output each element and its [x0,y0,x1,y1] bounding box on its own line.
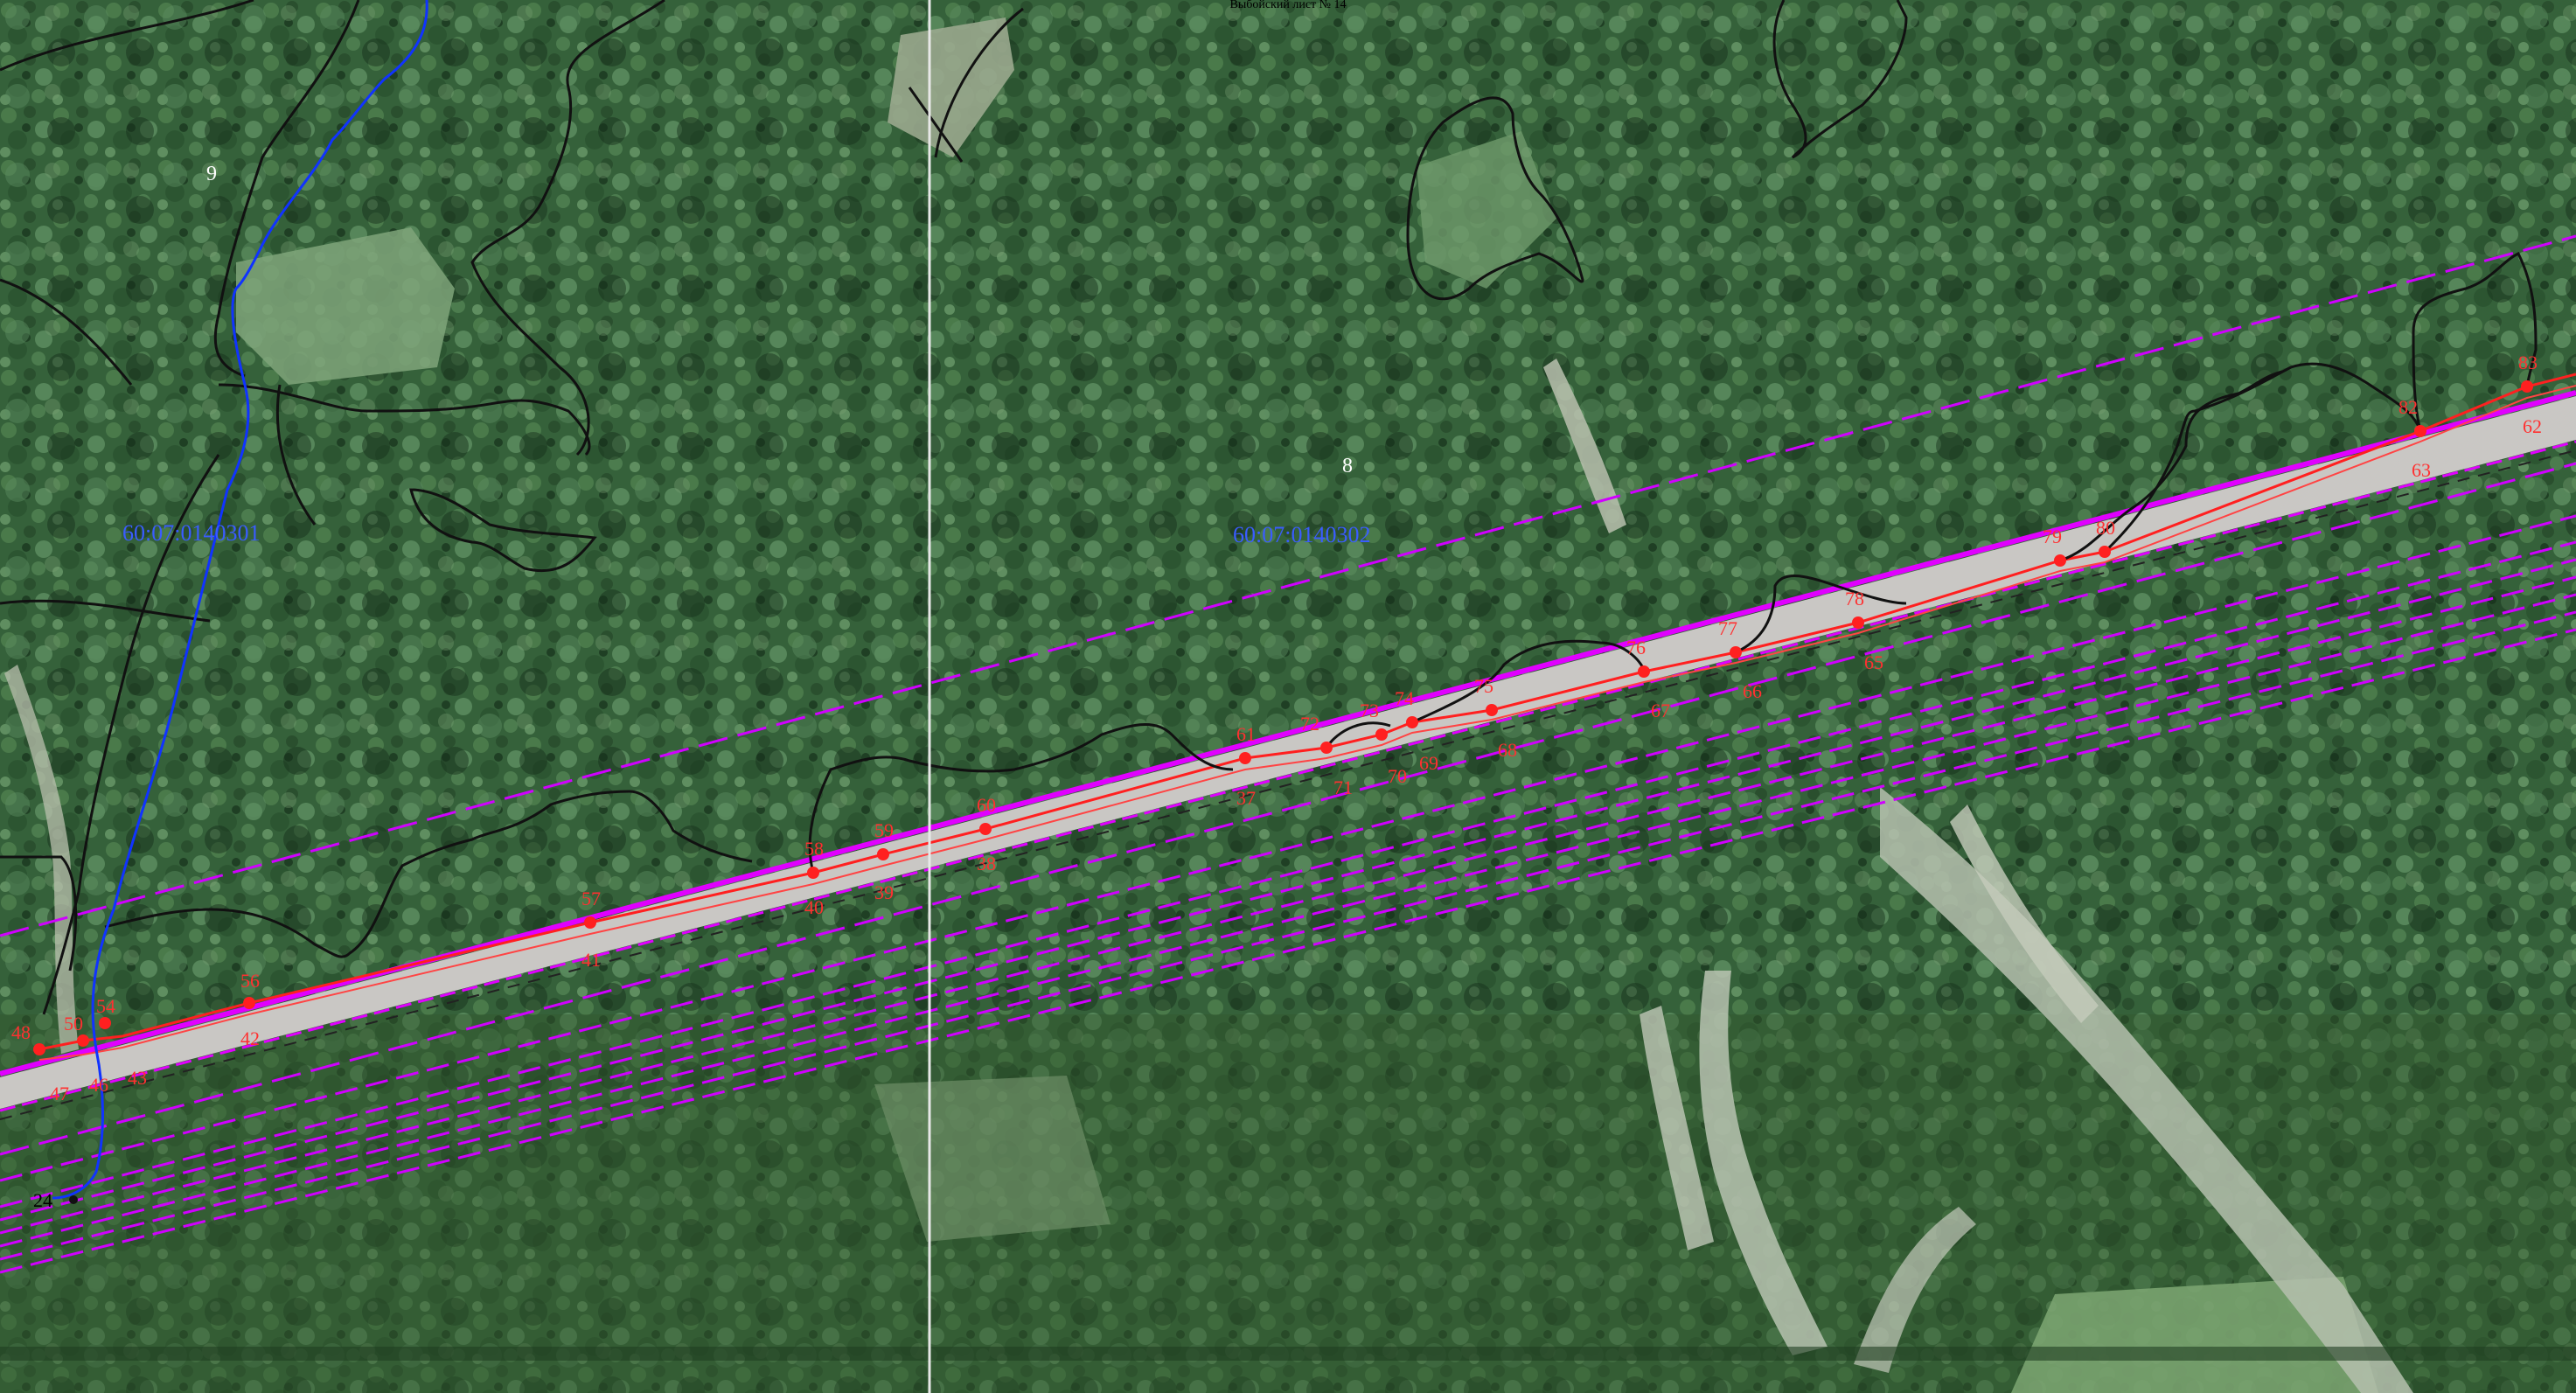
tree-row [0,1347,2576,1361]
point-label-south: 66 [1743,680,1762,702]
point-label-north: 76 [1626,637,1646,658]
left-dirt-track [4,665,79,1054]
zone-label-right: 8 [1342,455,1353,477]
boundary-point-marker [99,1017,111,1029]
point-label-south: 42 [240,1027,260,1049]
boundary-point-marker [2099,546,2111,558]
point-label-south: 63 [2412,459,2431,481]
boundary-points [33,380,2533,1055]
zone-label-left: 9 [206,163,217,185]
point-label-north: 73 [1360,700,1379,721]
parcel-boundaries [0,0,2538,1015]
point-label-south: 70 [1388,765,1407,787]
point-label-north: 79 [2043,526,2062,547]
riverbed-branch-3 [1640,1006,1714,1250]
gravel-gully [1543,359,1626,533]
point-label-north: 48 [11,1021,31,1043]
boundary-point-marker [1730,646,1742,658]
parcel-border-inner [38,385,2576,1061]
point-label-north: 57 [581,888,601,909]
point-label-north: 74 [1395,687,1414,709]
boundary-point-marker [33,1043,45,1055]
point-label-north: 80 [2096,517,2115,539]
boundary-point-marker [1852,616,1864,629]
point-label-south: 68 [1498,739,1517,761]
point-label-south: 39 [874,881,894,903]
point-labels-south: 47 46 43 42 41 40 39 38 37 71 70 69 68 67 66 65 63 62 [50,415,2542,1104]
meadow-bottom [2011,1277,2378,1393]
point-label-north: 82 [2398,396,2418,418]
boundary-point-marker [2414,425,2426,437]
point-label-south: 41 [581,949,601,971]
boundary-point-marker [1239,752,1251,764]
point-label-south: 65 [1864,651,1883,673]
boundary-point-marker [1638,665,1650,678]
point-label-north: 72 [1300,713,1319,735]
point-label-south: 47 [50,1083,69,1104]
point-label-north: 83 [2518,352,2538,373]
point-label-north: 61 [1236,723,1256,745]
point-label-south: 62 [2523,415,2542,437]
sheet-title: Выбойский лист № 14 [1229,0,1347,10]
meadow-left-bottom [874,1076,1110,1242]
road-shoulder-dash [0,449,2576,1120]
riverbed-branch-1 [1950,804,2099,1023]
stream [52,0,428,1200]
point-label-north: 59 [874,819,894,841]
road-edge-south [0,440,2576,1112]
point-label-north: 56 [240,970,260,992]
hydro-point-label: 24 [33,1189,52,1211]
point-label-south: 67 [1651,700,1670,721]
meadow-clearing [236,227,455,385]
riverbed-branch-2 [1699,971,1828,1355]
point-label-north: 58 [804,838,824,860]
boundary-point-marker [2054,554,2066,567]
point-label-north: 60 [977,794,996,816]
boundary-point-marker [243,997,255,1009]
boundary-point-marker [584,916,596,929]
point-label-south: 37 [1236,787,1256,809]
point-label-south: 69 [1419,752,1438,774]
boundary-point-marker [1375,728,1388,741]
hydro-point-marker [69,1195,78,1204]
point-labels-north: 48 50 54 56 57 58 59 60 61 72 73 74 75 76 77 78 79 80 82 83 [11,352,2538,1043]
boundary-point-marker [1406,716,1418,728]
road-boundary-lines [0,234,2576,1156]
boundary-point-marker [1486,704,1498,716]
point-label-south: 40 [804,896,824,918]
boundary-point-marker [807,867,819,879]
point-label-north: 77 [1718,617,1737,639]
boundary-point-marker [77,1034,89,1047]
cadastral-quarter-left[interactable]: 60:07:0140301 [122,520,260,546]
boundary-point-marker [2521,380,2533,393]
point-label-south: 71 [1333,777,1353,798]
point-label-south: 43 [128,1067,147,1089]
lowland-strip [0,1014,2576,1393]
point-label-north: 50 [64,1013,83,1034]
point-label-south: 46 [89,1074,108,1096]
point-label-south: 38 [977,853,996,874]
cadastral-quarter-right[interactable]: 60:07:0140302 [1233,522,1370,547]
meadow-clearing-2 [1417,131,1556,289]
point-label-north: 54 [96,995,115,1017]
riverbed-main [1880,787,2413,1393]
pipeline-corridor [0,514,2576,1274]
point-label-north: 78 [1845,588,1864,609]
boundary-point-marker [1320,742,1333,754]
boundary-point-marker [877,848,889,860]
riverbed-branch-4 [1854,1207,1976,1373]
point-label-north: 75 [1474,675,1493,697]
boundary-point-marker [979,823,992,835]
